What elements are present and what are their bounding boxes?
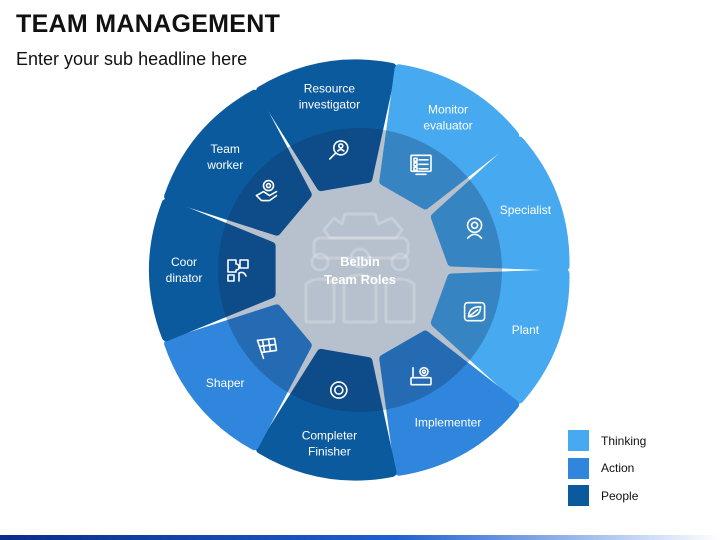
role-label: Specialist [500, 203, 552, 217]
role-label: evaluator [423, 119, 472, 133]
role-petals [148, 59, 570, 481]
role-label: Implementer [415, 415, 482, 429]
legend-swatch-action [568, 457, 589, 479]
legend-item-action: Action [568, 457, 646, 479]
role-label: Resource [304, 82, 356, 96]
team-gear-illustration [304, 212, 416, 324]
puzzle-icon [227, 259, 249, 282]
role-petal-plant [430, 269, 570, 404]
bottom-accent-bar [0, 535, 720, 540]
role-label: Shaper [206, 376, 245, 390]
search-user-icon [328, 140, 349, 160]
target-icon [329, 381, 348, 399]
role-petal-specialist [430, 136, 570, 271]
legend-label: Action [601, 461, 635, 475]
center-title-line2: Team Roles [324, 272, 396, 287]
handshake-gear-icon [255, 179, 278, 202]
role-petal-shaper [164, 304, 312, 451]
legend-swatch-thinking [568, 430, 589, 451]
legend-swatch-people [568, 485, 589, 506]
finish-flag-icon [256, 337, 278, 360]
leaf-idea-icon [463, 301, 486, 322]
page-title: TEAM MANAGEMENT [16, 10, 281, 38]
checklist-monitor-icon [410, 154, 432, 176]
legend-item-people: People [568, 485, 646, 506]
role-label: Coor [171, 255, 197, 269]
legend: Thinking Action People [568, 430, 646, 513]
role-petal-coor-dinator [148, 198, 276, 342]
specialist-badge-icon [466, 217, 483, 240]
role-icons [227, 140, 486, 399]
page-subtitle: Enter your sub headline here [16, 49, 248, 69]
role-petal-implementer [379, 330, 520, 476]
role-labels: Resource investigator Monitor evaluatorSpec… [166, 82, 552, 459]
role-label: worker [206, 158, 243, 172]
role-petal-completer-finisher [256, 348, 397, 481]
gear-process-icon [410, 366, 432, 386]
role-petal-team-worker [164, 89, 312, 236]
role-label: investigator [299, 98, 360, 112]
center-circle [218, 128, 502, 412]
role-label: Completer [302, 428, 357, 442]
role-label: Plant [512, 323, 540, 337]
role-label: Finisher [308, 444, 351, 458]
role-label: dinator [166, 271, 203, 285]
role-label: Monitor [428, 103, 468, 117]
legend-label: Thinking [601, 433, 647, 448]
center-title-line1: Belbin [340, 254, 380, 269]
role-petal-resource-investigator [256, 59, 397, 192]
legend-item-thinking: Thinking [568, 430, 646, 451]
legend-label: People [601, 488, 639, 503]
role-label: Team [211, 142, 240, 156]
